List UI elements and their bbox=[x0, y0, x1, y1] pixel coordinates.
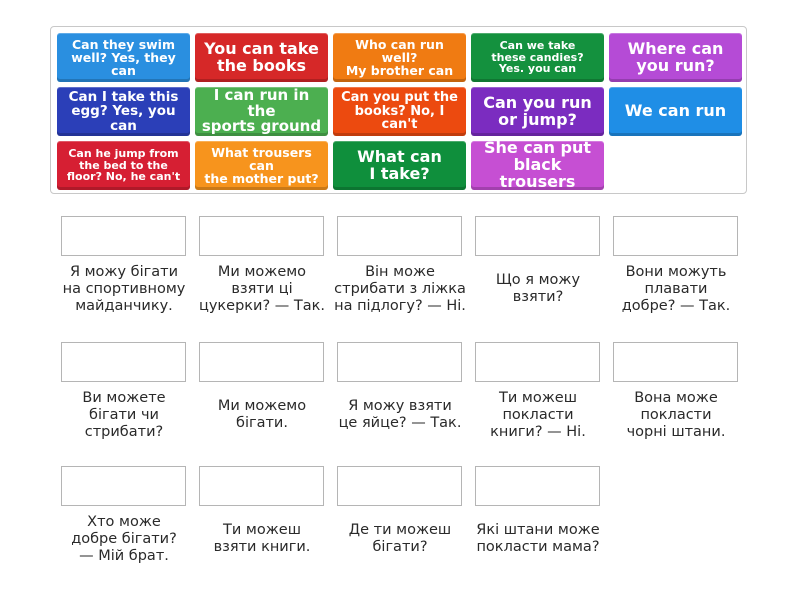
clue-label: Я можу бігати на спортивному майданчику. bbox=[62, 263, 186, 314]
answer-tile[interactable]: I can run in the sports ground bbox=[195, 87, 328, 136]
answer-tile[interactable]: Where can you run? bbox=[609, 33, 742, 82]
answer-tile[interactable]: Can they swim well? Yes, they can bbox=[57, 33, 190, 82]
drop-target[interactable] bbox=[61, 466, 186, 506]
answer-tile[interactable]: Can we take these candies? Yes. you can bbox=[471, 33, 604, 82]
drop-target[interactable] bbox=[475, 216, 600, 256]
clue-label: Я можу взяти це яйце? — Так. bbox=[338, 398, 462, 431]
answer-tile-text: Can we take these candies? Yes. you can bbox=[491, 39, 584, 76]
clue-label: Ми можемо взяти ці цукерки? — Так. bbox=[198, 263, 326, 314]
clue-label: Ти можеш покласти книги? — Ні. bbox=[490, 389, 586, 440]
clue-label: Ви можете бігати чи стрибати? bbox=[82, 389, 166, 440]
drop-target[interactable] bbox=[199, 466, 324, 506]
answer-tile-text: I can run in the sports ground bbox=[201, 85, 322, 136]
answer-tile-text: What can I take? bbox=[357, 146, 442, 183]
clue-label: Що я можу взяти? bbox=[495, 272, 581, 305]
answer-tile-text: Can he jump from the bed to the floor? N… bbox=[66, 147, 181, 184]
clue-label: Ми можемо бігати. bbox=[217, 398, 307, 431]
answer-tile[interactable]: Can you put the books? No, I can't bbox=[333, 87, 466, 136]
clue-label: Які штани може покласти мама? bbox=[476, 522, 600, 555]
answer-tile-text: She can put black trousers bbox=[483, 138, 592, 191]
answer-tile[interactable]: We can run bbox=[609, 87, 742, 136]
answer-tile-text: Can I take this egg? Yes, you can bbox=[68, 89, 179, 134]
answer-tile-text: Can you run or jump? bbox=[483, 92, 592, 129]
answer-tile-text: You can take the books bbox=[204, 38, 319, 75]
drop-target[interactable] bbox=[475, 342, 600, 382]
answer-tile[interactable]: What can I take? bbox=[333, 141, 466, 190]
answer-tile[interactable]: Can you run or jump? bbox=[471, 87, 604, 136]
answer-tile[interactable]: She can put black trousers bbox=[471, 138, 604, 191]
drop-target[interactable] bbox=[199, 216, 324, 256]
drop-target[interactable] bbox=[337, 342, 462, 382]
answer-tile-text: What trousers can the mother put? bbox=[204, 144, 319, 187]
clue-label: Ти можеш взяти книги. bbox=[213, 522, 311, 555]
clue-label: Він може стрибати з ліжка на підлогу? — … bbox=[334, 263, 466, 314]
clue-label: Вона може покласти чорні штани. bbox=[626, 389, 726, 440]
answer-tile[interactable]: Can I take this egg? Yes, you can bbox=[57, 87, 190, 136]
drop-target[interactable] bbox=[337, 466, 462, 506]
answer-tile[interactable]: What trousers can the mother put? bbox=[195, 141, 328, 190]
answer-tile-text: We can run bbox=[624, 101, 727, 121]
answer-tile-text: Can you put the books? No, I can't bbox=[341, 90, 458, 133]
answer-tile-text: Who can run well? My brother can bbox=[345, 36, 454, 79]
answer-tile-text: Where can you run? bbox=[627, 38, 724, 75]
answer-tile-text: Can they swim well? Yes, they can bbox=[71, 36, 176, 79]
answer-tile[interactable]: Who can run well? My brother can bbox=[333, 33, 466, 82]
answer-tile[interactable]: Can he jump from the bed to the floor? N… bbox=[57, 141, 190, 190]
answer-tile[interactable]: You can take the books bbox=[195, 33, 328, 82]
clue-label: Хто може добре бігати? — Мій брат. bbox=[71, 513, 177, 564]
drop-target[interactable] bbox=[337, 216, 462, 256]
drop-target[interactable] bbox=[613, 342, 738, 382]
drop-target[interactable] bbox=[61, 216, 186, 256]
drop-target[interactable] bbox=[199, 342, 324, 382]
clue-label: Вони можуть плавати добре? — Так. bbox=[621, 263, 731, 314]
drop-target[interactable] bbox=[61, 342, 186, 382]
clue-label: Де ти можеш бігати? bbox=[348, 522, 452, 555]
drop-target[interactable] bbox=[613, 216, 738, 256]
drop-target[interactable] bbox=[475, 466, 600, 506]
